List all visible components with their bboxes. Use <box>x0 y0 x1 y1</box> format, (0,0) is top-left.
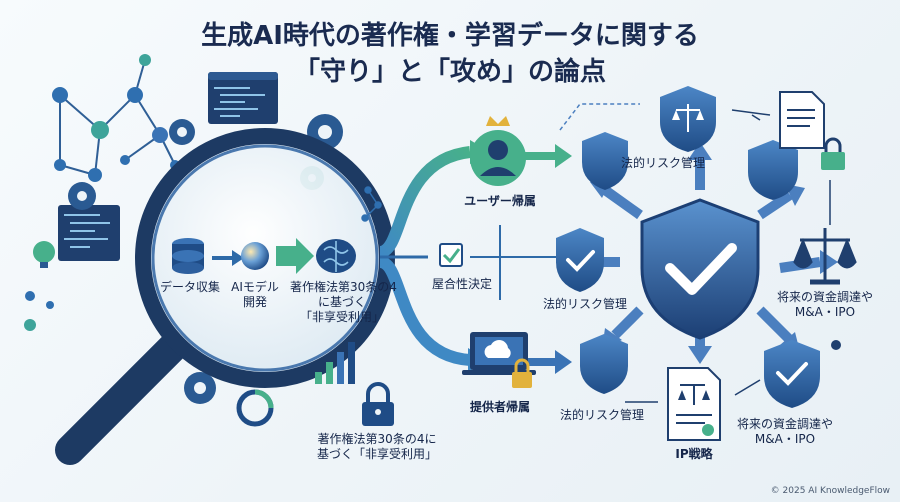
connector <box>731 109 771 116</box>
decor-dots <box>24 291 54 331</box>
shield-scales-icon <box>660 86 716 152</box>
legal-risk-middle-label: 法的リスク管理 <box>542 297 627 311</box>
shield-check-icon <box>764 340 820 408</box>
article-30-4-label: 著作権法第30条の4 に基づく 「非享受利用」 <box>290 280 397 324</box>
data-collection-label: データ収集 <box>160 280 221 294</box>
lightbulb-icon <box>33 241 55 268</box>
code-window-left-icon <box>58 205 120 261</box>
laptop-cloud-icon <box>462 332 536 375</box>
brain-icon <box>316 239 356 273</box>
non-enjoyment-use-note: 著作権法第30条の4に 基づく「非享受利用」 <box>316 432 437 461</box>
arrow-icon <box>276 238 314 274</box>
title-line-1: 生成AI時代の著作権・学習データに関する <box>201 21 699 51</box>
central-shield-icon <box>640 198 760 340</box>
code-window-icon <box>208 72 278 124</box>
database-icon <box>172 238 204 274</box>
network-nodes <box>52 54 180 182</box>
arrow-icon <box>212 250 244 266</box>
future-funding-right-label: 将来の資金調達や M&A・IPO <box>776 290 873 319</box>
shield-icon <box>580 334 628 394</box>
lock-icon <box>821 137 845 170</box>
lock-icon <box>362 382 394 426</box>
shield-icon <box>582 132 628 190</box>
ai-model-orb-icon <box>241 242 269 270</box>
user-icon <box>470 116 526 186</box>
lock-icon <box>512 358 532 388</box>
page-title: 生成AI時代の著作権・学習データに関する 「守り」と「攻め」の論点 <box>0 18 900 90</box>
user-ownership-label: ユーザー帰属 <box>464 194 536 208</box>
checklist-icon <box>439 243 463 267</box>
ip-strategy-label: IP戦略 <box>675 447 713 461</box>
appropriateness-label: 屋合性決定 <box>431 277 492 291</box>
crown-icon <box>486 116 510 126</box>
shield-icon <box>748 140 798 200</box>
mini-network-icon <box>361 186 382 222</box>
legal-risk-top-label: 法的リスク管理 <box>620 156 705 170</box>
dot-icon <box>831 340 841 350</box>
dashed-connector <box>559 103 640 131</box>
future-funding-bottom-label: 将来の資金調達や M&A・IPO <box>736 417 833 446</box>
scales-icon <box>793 228 857 285</box>
ai-model-dev-label: AIモデル 開発 <box>231 280 279 309</box>
legal-risk-bottom-label: 法的リスク管理 <box>559 408 644 422</box>
gauge-icon <box>236 389 274 427</box>
bar-chart-icon <box>315 342 355 384</box>
provider-ownership-label: 提供者帰属 <box>469 400 530 414</box>
document-icon <box>779 91 825 149</box>
copyright-footer: © 2025 AI KnowledgeFlow <box>770 486 890 496</box>
ip-document-icon <box>667 367 721 441</box>
title-line-2: 「守り」と「攻め」の論点 <box>293 57 606 87</box>
shield-check-icon <box>556 228 604 292</box>
